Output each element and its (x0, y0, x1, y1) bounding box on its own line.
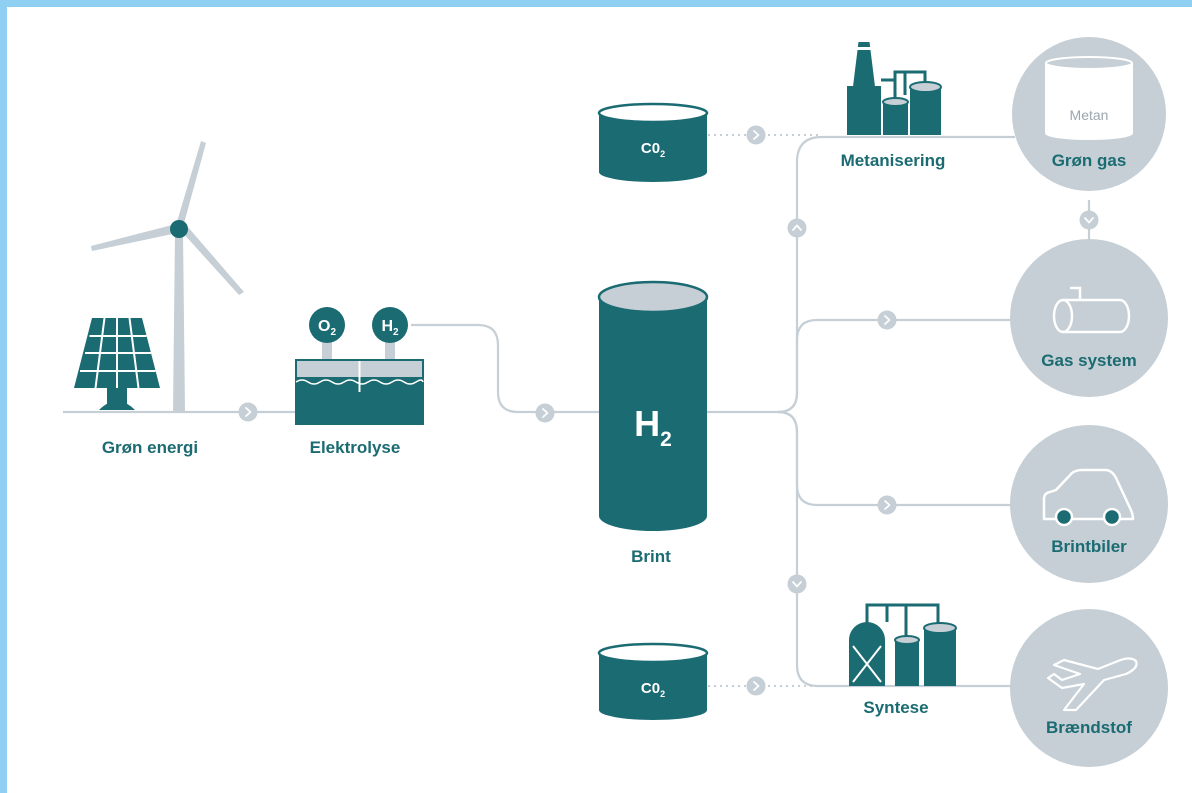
airplane-icon (1046, 657, 1138, 712)
synthesis-plant-icon (849, 603, 957, 686)
oxygen-label: O2 (318, 318, 336, 338)
wind-turbine-icon (91, 141, 244, 412)
arrow-up-icon (787, 218, 807, 238)
electrolyser-icon (295, 307, 424, 425)
hydrogen-tank-icon (597, 280, 709, 531)
car-icon (1042, 468, 1135, 527)
co2-tank-bottom-icon (597, 642, 709, 720)
methane-label: Metan (1070, 107, 1109, 123)
methanation-label: Metanisering (841, 151, 946, 170)
arrow-right-icon (746, 676, 766, 696)
hydrogen-tank-label: H2 (634, 403, 672, 451)
diagram-frame: O2 H2 H2 C02 C02 (7, 7, 1192, 793)
arrow-right-icon (877, 495, 897, 515)
green-energy-label: Grøn energi (102, 438, 198, 457)
hydrogen-cars-label: Brintbiler (1051, 537, 1127, 556)
hydrogen-label: Brint (631, 547, 671, 566)
power-to-x-diagram: O2 H2 H2 C02 C02 (63, 37, 1168, 767)
gas-system-label: Gas system (1041, 351, 1136, 370)
synthesis-label: Syntese (863, 698, 928, 717)
h2-pipe-line (411, 323, 599, 414)
arrow-down-icon (1079, 210, 1099, 230)
gas-system-circle (1010, 239, 1168, 397)
co2-bottom-label: C02 (641, 680, 665, 699)
green-gas-label: Grøn gas (1052, 151, 1127, 170)
arrow-right-icon (877, 310, 897, 330)
electrolysis-label: Elektrolyse (310, 438, 401, 457)
co2-tank-top-icon (597, 102, 709, 182)
fuel-circle (1010, 609, 1168, 767)
solar-panel-icon (74, 317, 160, 410)
hydrogen-cars-circle (1010, 425, 1168, 583)
pipeline-valve-icon (1052, 286, 1131, 334)
arrow-right-icon (535, 403, 555, 423)
gas-tank-icon (1045, 56, 1133, 140)
co2-top-label: C02 (641, 140, 665, 159)
gas-system-line (777, 318, 1015, 414)
arrow-right-icon (746, 125, 766, 145)
arrow-down-icon (787, 574, 807, 594)
cars-line (777, 410, 1015, 507)
factory-icon (847, 38, 942, 135)
hydrogen-small-label: H2 (381, 318, 399, 338)
fuel-label: Brændstof (1046, 718, 1132, 737)
arrow-right-icon (238, 402, 258, 422)
trunk-line (707, 135, 1015, 414)
